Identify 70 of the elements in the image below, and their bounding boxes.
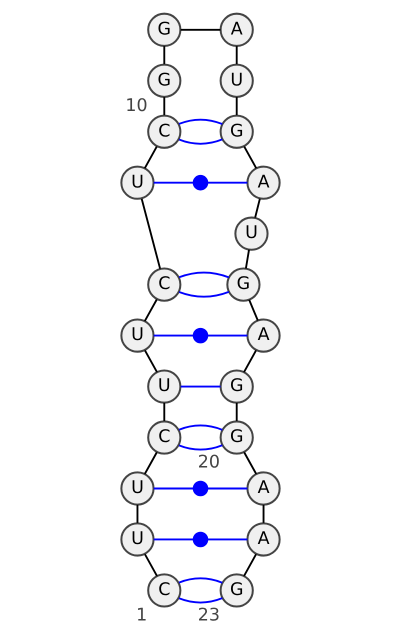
- connector: [206, 182, 247, 184]
- node-circle: [192, 174, 208, 190]
- connector: [242, 452, 257, 474]
- node-circle: C: [146, 420, 181, 455]
- connector: [136, 504, 138, 523]
- node-circle: U: [120, 471, 154, 506]
- node-label: 20: [197, 452, 220, 473]
- connector: [178, 272, 229, 278]
- connector: [242, 554, 256, 576]
- node-circle: A: [246, 318, 280, 353]
- connector: [143, 452, 158, 474]
- connector: [242, 146, 257, 169]
- connector: [206, 538, 247, 540]
- node-circle: A: [246, 166, 280, 200]
- node-circle: U: [120, 522, 154, 557]
- node-circle: G: [219, 420, 254, 455]
- node-circle: U: [234, 216, 268, 251]
- node-circle: U: [219, 64, 254, 98]
- connector: [140, 198, 160, 269]
- connector: [144, 350, 158, 372]
- connector: [180, 28, 220, 31]
- node-circle: G: [226, 268, 260, 302]
- connector: [206, 334, 247, 337]
- node-label: 23: [197, 605, 220, 626]
- connector: [162, 46, 165, 64]
- connector: [143, 299, 158, 322]
- node-circle: G: [219, 573, 254, 608]
- node-circle: A: [246, 471, 280, 506]
- connector: [178, 138, 222, 145]
- connector: [153, 538, 194, 540]
- connector: [143, 146, 158, 169]
- connector: [244, 250, 250, 269]
- node-circle: [192, 532, 208, 548]
- connector: [178, 577, 222, 584]
- connector: [178, 597, 222, 604]
- node-circle: [192, 480, 208, 496]
- connector: [178, 118, 222, 125]
- node-circle: G: [219, 369, 254, 404]
- node-circle: G: [146, 64, 181, 98]
- connector: [206, 488, 247, 490]
- connector: [254, 198, 260, 218]
- connector: [178, 291, 229, 298]
- connector: [235, 402, 238, 421]
- node-circle: [192, 328, 208, 344]
- node-label: 1: [136, 605, 147, 626]
- node-circle: U: [146, 369, 181, 404]
- connector: [162, 97, 165, 116]
- connector: [153, 488, 194, 490]
- node-circle: C: [146, 573, 181, 608]
- connector: [235, 97, 238, 116]
- connector: [162, 402, 165, 421]
- connector: [235, 46, 238, 64]
- node-circle: C: [146, 268, 181, 302]
- node-circle: U: [120, 166, 154, 200]
- node-circle: A: [246, 522, 280, 557]
- node-circle: U: [120, 318, 154, 353]
- connector: [248, 300, 258, 321]
- connector: [242, 350, 256, 372]
- connector: [153, 182, 194, 184]
- connector: [262, 504, 264, 523]
- connector: [178, 444, 222, 451]
- connector: [153, 334, 194, 337]
- connector: [144, 554, 158, 576]
- node-circle: A: [219, 12, 254, 47]
- connector: [178, 424, 222, 431]
- node-circle: C: [146, 114, 181, 149]
- node-circle: G: [219, 114, 254, 149]
- node-label: 10: [124, 96, 148, 116]
- connector: [180, 386, 220, 388]
- node-circle: G: [146, 12, 181, 47]
